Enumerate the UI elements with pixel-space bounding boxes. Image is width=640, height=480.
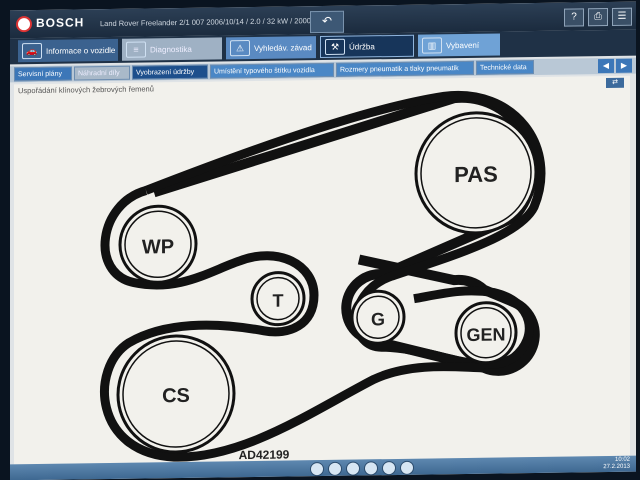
tab-diagnostics[interactable]: ≡ Diagnostika	[122, 37, 222, 61]
app-icon[interactable]	[364, 461, 378, 476]
brand-name: BOSCH	[36, 15, 85, 31]
pulley-t: T	[250, 271, 306, 327]
tab-label: Vybavení	[446, 40, 480, 50]
app-icon[interactable]	[310, 461, 324, 477]
svg-text:G: G	[371, 309, 385, 329]
pulley-wp: WP	[118, 204, 198, 284]
tab-fault-search[interactable]: ⚠ Vyhledáv. závad	[226, 36, 316, 60]
subtab-spare-parts[interactable]: Náhradní díly	[74, 65, 130, 81]
subtab-service-plans[interactable]: Servisní plány	[14, 66, 72, 82]
belt-diagram: PAS WP T G GEN	[100, 90, 546, 462]
subtab-technical-data[interactable]: Technické data	[476, 60, 534, 75]
menu-icon[interactable]: ☰	[612, 7, 632, 26]
taskbar-apps	[310, 460, 414, 477]
subtab-tyre-sizes[interactable]: Rozmery pneumatik a tlaky pneumatik	[336, 60, 474, 77]
vehicle-title: Land Rover Freelander 2/1 007 2006/10/14…	[100, 15, 331, 29]
warning-icon: ⚠	[230, 40, 250, 57]
tray-clock[interactable]: 10:02 27.2.2013	[603, 457, 630, 471]
belt-left	[100, 186, 485, 462]
back-arrow-icon: ↶	[321, 13, 333, 29]
print-icon[interactable]: ⎙	[588, 8, 608, 27]
scroll-right-icon[interactable]: ▶	[616, 58, 632, 73]
help-icon[interactable]: ?	[564, 8, 584, 27]
svg-text:GEN: GEN	[466, 324, 505, 345]
scroll-left-icon[interactable]: ◀	[598, 58, 614, 74]
tab-equipment[interactable]: ▥ Vybavení	[418, 33, 500, 57]
subtab-type-plate-location[interactable]: Umístění typového štítku vozidla	[210, 62, 334, 79]
wrench-icon: ⚒	[325, 38, 345, 55]
tab-label: Diagnostika	[150, 44, 192, 54]
content-panel: Uspořádání klínových žebrových řemenů ⇄ …	[14, 75, 630, 465]
app-icon[interactable]	[346, 461, 360, 476]
pulley-pas: PAS	[414, 111, 538, 235]
tab-maintenance[interactable]: ⚒ Údržba	[320, 34, 414, 59]
belt-outer	[144, 90, 546, 369]
book-icon: ▥	[422, 37, 442, 54]
app-icon[interactable]	[400, 460, 414, 475]
tab-label: Údržba	[349, 41, 375, 52]
tab-label: Informace o vozidle	[46, 45, 116, 56]
tab-vehicle-info[interactable]: 🚗 Informace o vozidle	[18, 38, 118, 63]
diagram-ref: AD42199	[239, 447, 290, 462]
subtab-maintenance-illustrations[interactable]: Vyobrazení údržby	[132, 64, 208, 80]
monitor-screen: BOSCH Land Rover Freelander 2/1 007 2006…	[10, 1, 636, 480]
svg-text:CS: CS	[162, 385, 190, 407]
car-icon: 🚗	[22, 42, 42, 60]
tab-label: Vyhledáv. závad	[254, 42, 312, 53]
window-toolbar: ? ⎙ ☰	[564, 7, 632, 27]
bosch-logo-icon	[16, 16, 32, 33]
svg-text:T: T	[273, 291, 284, 311]
app-icon[interactable]	[382, 460, 396, 476]
app-icon[interactable]	[328, 461, 342, 476]
svg-text:PAS: PAS	[454, 162, 498, 188]
svg-text:WP: WP	[142, 236, 174, 258]
clock-date: 27.2.2013	[603, 463, 630, 471]
back-button[interactable]: ↶	[310, 10, 344, 34]
pulley-g: G	[350, 289, 406, 345]
pulley-cs: CS	[116, 334, 236, 454]
pulley-gen: GEN	[454, 301, 518, 365]
diagnostic-icon: ≡	[126, 41, 146, 58]
